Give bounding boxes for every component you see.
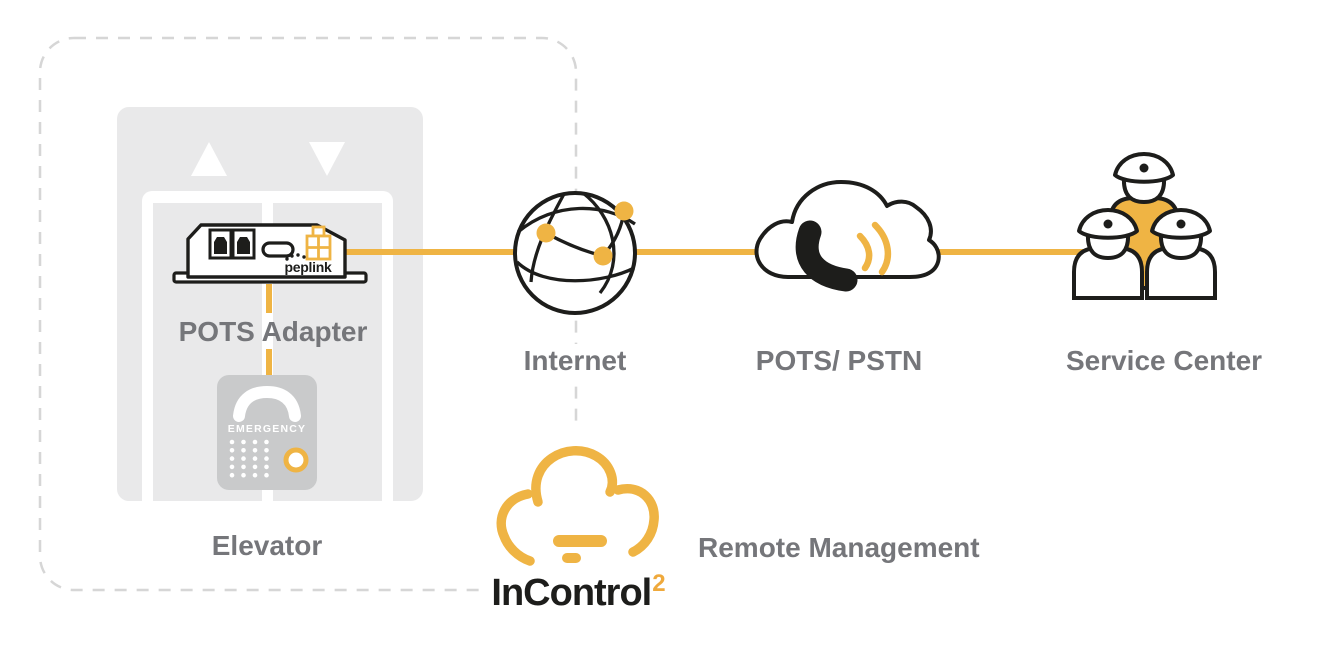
pots-pstn-cloud-icon <box>754 180 941 292</box>
incontrol-logo: InControl2 <box>491 570 665 615</box>
operator-right <box>1150 208 1212 260</box>
cloud-outline <box>754 180 941 279</box>
pots-pstn-label: POTS/ PSTN <box>755 345 923 376</box>
peplink-logo: peplink <box>285 253 332 275</box>
connection-line-adapter-to-phone-lower <box>266 349 272 376</box>
internet-label-backing <box>518 344 634 377</box>
power-terminal-icon <box>305 225 332 261</box>
handset-icon <box>233 385 301 422</box>
service-center-label: Service Center <box>1065 345 1263 376</box>
emergency-call-button <box>283 447 309 473</box>
rj11-port-icon <box>231 228 256 260</box>
internet-globe-icon <box>513 191 637 315</box>
operator-back <box>1113 152 1175 204</box>
pots-adapter-device: peplink <box>172 223 368 284</box>
service-center-operators-icon <box>1072 152 1217 300</box>
elevator-down-arrow-icon <box>309 142 345 176</box>
peplink-logo-text: peplink <box>285 259 332 275</box>
internet-label: Internet <box>523 345 627 376</box>
connection-line-adapter-to-service-center <box>345 249 1085 255</box>
signal-waves-icon <box>856 221 892 276</box>
elevator-label: Elevator <box>211 530 323 561</box>
phone-handset-icon <box>795 220 858 292</box>
usb-c-port-icon <box>261 241 295 258</box>
elevator-up-arrow-icon <box>191 142 227 176</box>
emergency-phone-panel: EMERGENCY <box>217 375 317 490</box>
incontrol-logo-text: InControl <box>491 572 652 614</box>
operator-left <box>1077 208 1139 260</box>
incontrol-backing <box>482 428 682 618</box>
connection-line-adapter-to-phone-upper <box>266 284 272 313</box>
incontrol-cloud-bars <box>553 535 607 563</box>
emergency-label: EMERGENCY <box>228 423 306 435</box>
remote-management-label: Remote Management <box>698 532 980 563</box>
incontrol-logo-superscript: 2 <box>652 570 665 597</box>
keypad-speaker-dots <box>229 439 269 478</box>
globe-network-nodes <box>536 201 634 266</box>
incontrol-cloud-icon <box>496 446 659 566</box>
rj11-port-icon <box>208 228 233 260</box>
pots-adapter-label: POTS Adapter <box>178 316 368 347</box>
